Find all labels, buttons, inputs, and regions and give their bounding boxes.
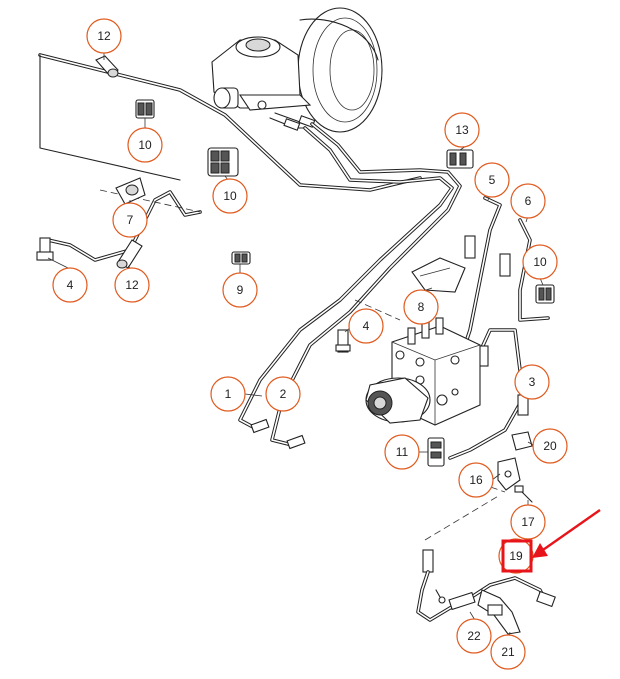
part-17-bolt — [514, 485, 533, 503]
callout-19[interactable]: 19 — [498, 538, 534, 574]
callout-10[interactable]: 10 — [212, 178, 248, 214]
callout-label: 19 — [509, 549, 523, 563]
callout-label: 10 — [533, 255, 547, 269]
callout-label: 13 — [455, 123, 469, 137]
brake-lines — [36, 53, 550, 460]
callout-13[interactable]: 13 — [444, 112, 480, 148]
rear-brake-hose — [416, 549, 556, 635]
callout-3[interactable]: 3 — [514, 364, 550, 400]
callout-label: 4 — [67, 278, 74, 292]
mc-outlet-lines — [269, 112, 316, 131]
callout-17[interactable]: 17 — [510, 504, 546, 540]
callout-10[interactable]: 10 — [522, 244, 558, 280]
callout-label: 9 — [237, 283, 244, 297]
callout-label: 16 — [469, 473, 483, 487]
callout-5[interactable]: 5 — [474, 162, 510, 198]
callout-label: 12 — [125, 278, 139, 292]
callout-8[interactable]: 8 — [403, 289, 439, 325]
highlight-arrow-shaft — [539, 509, 601, 553]
part-12-sleeve — [116, 239, 143, 269]
callout-11[interactable]: 11 — [384, 434, 420, 470]
highlight-arrow-head — [532, 543, 548, 558]
callout-9[interactable]: 9 — [222, 272, 258, 308]
highlight-box — [501, 539, 533, 573]
part-8-bracket — [411, 257, 466, 293]
callout-2[interactable]: 2 — [265, 376, 301, 412]
part-7-grommet — [115, 177, 146, 205]
callout-12[interactable]: 12 — [86, 18, 122, 54]
callout-label: 6 — [525, 194, 532, 208]
part-4-fitting — [335, 329, 351, 353]
abs-unit — [365, 317, 481, 426]
callout-label: 4 — [363, 319, 370, 333]
callout-label: 2 — [280, 387, 287, 401]
part-13-clip — [446, 149, 474, 169]
callout-20[interactable]: 20 — [532, 428, 568, 464]
callout-label: 12 — [97, 29, 111, 43]
part-20-clip — [511, 431, 533, 451]
callout-22[interactable]: 22 — [456, 618, 492, 654]
callout-6[interactable]: 6 — [510, 183, 546, 219]
part-12-top — [95, 55, 119, 78]
callout-label: 10 — [223, 189, 237, 203]
callout-label: 5 — [489, 173, 496, 187]
callout-label: 1 — [225, 387, 232, 401]
part-10-clip-b — [207, 147, 239, 177]
part-10-clip-a — [135, 99, 155, 119]
part-11-clip — [427, 437, 445, 467]
callout-12[interactable]: 12 — [114, 267, 150, 303]
callout-label: 11 — [396, 445, 409, 459]
callout-16[interactable]: 16 — [458, 462, 494, 498]
brake-booster — [297, 7, 383, 133]
callout-label: 7 — [127, 213, 134, 227]
callout-label: 21 — [501, 645, 515, 659]
callout-label: 17 — [521, 515, 535, 529]
callout-label: 10 — [138, 138, 152, 152]
part-9-clip — [231, 251, 251, 265]
callout-label: 20 — [543, 439, 557, 453]
callout-7[interactable]: 7 — [112, 202, 148, 238]
part-10-clip-c — [535, 284, 555, 304]
callout-10[interactable]: 10 — [127, 127, 163, 163]
master-cylinder — [211, 36, 312, 111]
callout-21[interactable]: 21 — [490, 634, 526, 670]
part-16-bracket — [497, 457, 521, 491]
callout-4[interactable]: 4 — [52, 267, 88, 303]
highlight-19 — [501, 509, 601, 573]
callouts: 12 10 10 7 4 12 9 13 — [52, 18, 568, 670]
callout-label: 8 — [418, 300, 425, 314]
callout-4[interactable]: 4 — [348, 308, 384, 344]
callout-label: 3 — [529, 375, 536, 389]
callout-1[interactable]: 1 — [210, 376, 246, 412]
callout-label: 22 — [467, 629, 481, 643]
